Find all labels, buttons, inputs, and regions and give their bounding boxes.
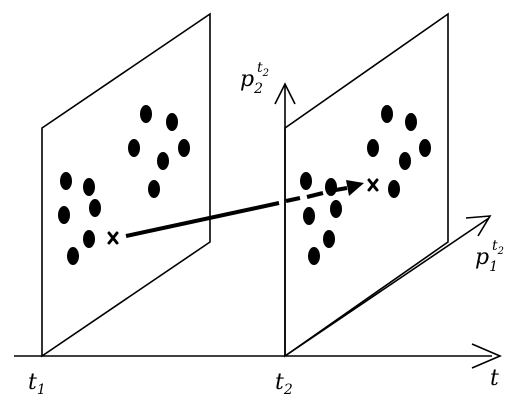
dot-point: [148, 180, 160, 198]
p1-axis-arrowhead: [465, 215, 492, 237]
dot-point: [323, 230, 335, 248]
dot-point: [325, 178, 337, 196]
label-t1: t1: [28, 370, 46, 398]
x-mark-icon: [367, 178, 379, 192]
label-p1t2: p1t2: [475, 238, 504, 275]
dots-plane-t2: [300, 105, 431, 265]
dots-plane-t1: [58, 105, 190, 265]
dot-point: [330, 200, 342, 218]
dot-point: [166, 113, 178, 131]
label-t-axis: t: [490, 366, 499, 391]
dot-point: [367, 139, 379, 157]
dot-point: [140, 105, 152, 123]
dot-point: [303, 207, 315, 225]
motion-arrow-dash-1: [285, 196, 301, 203]
dot-point: [157, 152, 169, 170]
dot-point: [178, 139, 190, 157]
label-t2: t2: [275, 370, 293, 398]
p1-axis: [284, 217, 490, 357]
dot-point: [89, 199, 101, 217]
time-axis-arrowhead: [471, 343, 503, 369]
dot-point: [83, 230, 95, 248]
label-p2t2: p2t2: [240, 60, 269, 97]
dot-point: [67, 247, 79, 265]
dot-point: [300, 172, 312, 190]
dot-point: [83, 178, 95, 196]
dot-point: [388, 180, 400, 198]
dot-point: [58, 206, 70, 224]
dot-point: [128, 139, 140, 157]
motion-arrow-solid: [125, 201, 280, 238]
dot-point: [60, 172, 72, 190]
dot-point: [308, 247, 320, 265]
p2-axis-arrowhead: [274, 82, 296, 105]
motion-arrow-dash-2: [306, 191, 324, 199]
x-mark-icon: [107, 231, 119, 245]
plane-t1: [41, 12, 211, 358]
dot-point: [405, 113, 417, 131]
dot-point: [399, 152, 411, 170]
dot-point: [419, 139, 431, 157]
motion-arrow-dash-3: [329, 186, 348, 193]
motion-arrow-head: [346, 180, 364, 196]
dot-point: [381, 105, 393, 123]
